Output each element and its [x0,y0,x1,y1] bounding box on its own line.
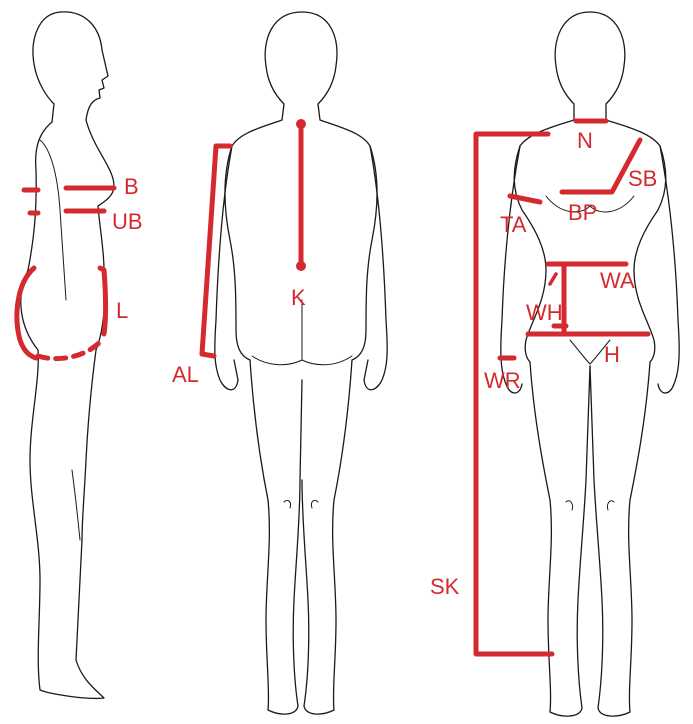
label-waist-to-hip: WH [526,300,563,325]
label-underbust: UB [112,209,143,234]
hip-curve-back [17,268,36,358]
label-waist: WA [600,268,635,293]
back-length-bottom-dot [296,261,306,271]
front-view-figure [501,12,679,716]
side-view-measurements [17,188,114,359]
hip-curve-front [100,268,106,334]
label-upper-arm: TA [500,212,527,237]
label-arm-length: AL [172,362,199,387]
label-skirt-length: SK [430,574,460,599]
label-wrist: WR [484,368,521,393]
upper-arm-line [510,196,540,202]
waist-to-hip-tick [550,274,556,284]
label-shoulder: SB [628,166,657,191]
back-view-measurements [202,119,306,356]
back-view-figure [215,12,387,714]
label-hip-curve: L [116,298,128,323]
label-bust: B [124,174,139,199]
label-bust-point: BP [568,200,597,225]
measurement-labels: B UB L AL K N SB TA BP WA WH H WR SK [112,128,657,599]
label-back-length: K [291,285,306,310]
label-neck: N [577,128,593,153]
label-hip: H [604,342,620,367]
back-length-top-dot [296,119,306,129]
hip-curve-bottom [38,342,100,359]
